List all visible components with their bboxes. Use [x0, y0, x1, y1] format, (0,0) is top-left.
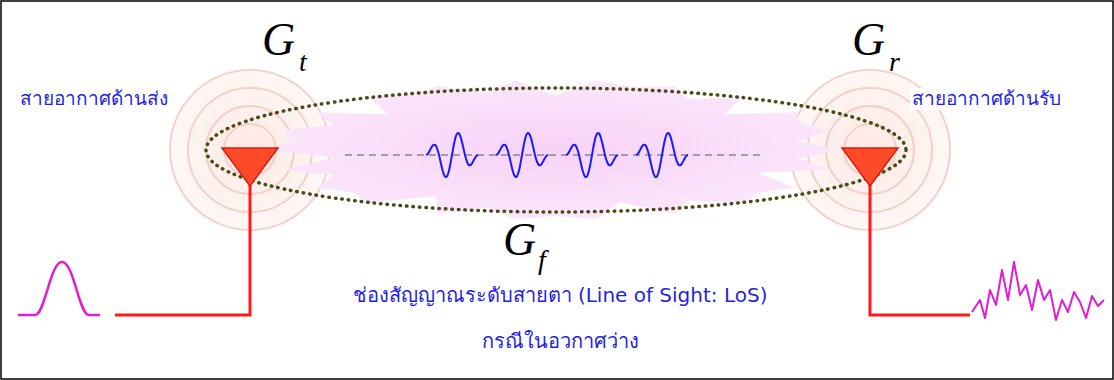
gain-subscript: t	[299, 46, 307, 78]
gain-symbol: G	[503, 214, 536, 267]
antenna-label: สายอากาศด้านรับ	[910, 88, 1063, 110]
channel-label: ช่องสัญญาณระดับสายตา (Line of Sight: LoS…	[353, 284, 768, 307]
transmit-pulse	[18, 262, 100, 315]
wave-packets	[426, 133, 688, 177]
antenna-symbol	[222, 148, 278, 186]
signal-burst	[271, 81, 841, 220]
gain-subscript: f	[538, 244, 546, 276]
gain-symbol: G	[262, 14, 295, 67]
gain-symbol: G	[852, 14, 885, 67]
channel-label: กรณีในอวกาศว่าง	[482, 330, 639, 353]
wave	[636, 133, 688, 177]
antenna-symbol	[842, 148, 898, 186]
feed-wire	[115, 185, 250, 315]
wave	[496, 133, 548, 177]
wave	[426, 133, 478, 177]
antenna-label: สายอากาศด้านส่ง	[18, 88, 170, 110]
channel-ellipse	[206, 88, 906, 212]
wave	[566, 133, 618, 177]
gain-subscript: r	[889, 46, 900, 78]
feed-wire	[870, 185, 970, 315]
line-of-sight	[345, 154, 760, 156]
received-signal	[972, 262, 1104, 320]
